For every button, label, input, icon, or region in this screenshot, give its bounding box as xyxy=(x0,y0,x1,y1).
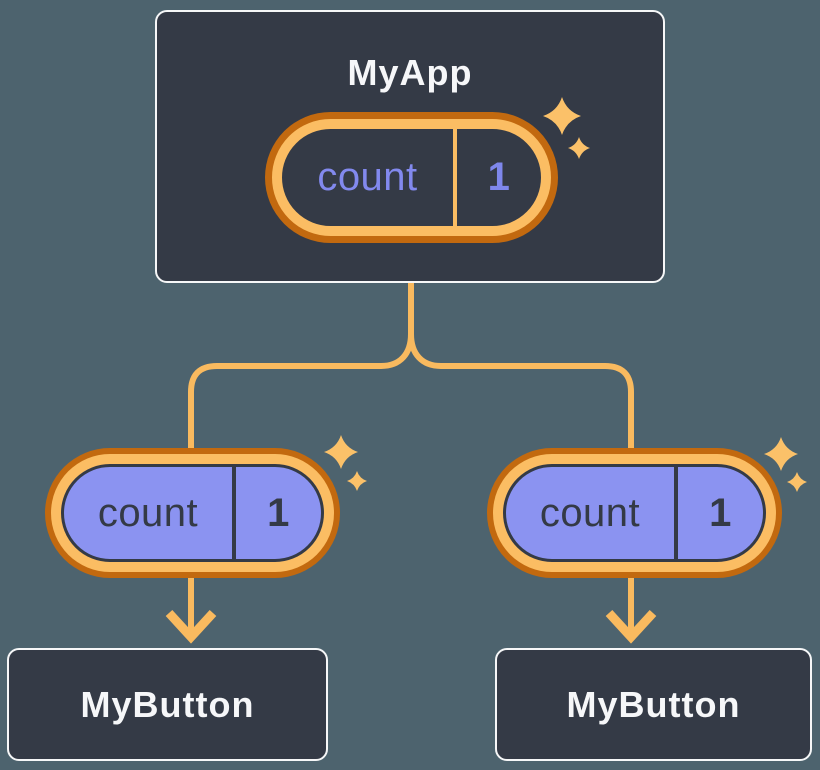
prop-pill-right: count 1 xyxy=(503,464,766,562)
connector-left-branch xyxy=(188,283,414,636)
arrow-down-icon xyxy=(165,609,217,644)
state-pill: count 1 xyxy=(272,119,551,236)
sparkle-icon-small xyxy=(347,471,367,491)
prop-pill-label: count xyxy=(539,490,641,535)
mybutton-node-left: MyButton xyxy=(7,648,328,761)
state-pill-label: count xyxy=(317,155,418,199)
pill-divider xyxy=(453,129,457,226)
sparkle-icon-small xyxy=(787,472,807,492)
arrow-down-icon xyxy=(605,609,657,644)
sparkle-icon-large xyxy=(543,97,581,135)
connector-right-branch xyxy=(408,283,634,636)
sparkle-icon-large xyxy=(324,435,358,469)
pill-divider xyxy=(674,467,678,559)
state-pill-value: 1 xyxy=(487,155,511,199)
sparkle-icon-large xyxy=(764,437,798,471)
node-title: MyButton xyxy=(80,683,255,725)
prop-pill-label: count xyxy=(97,490,199,535)
mybutton-node-right: MyButton xyxy=(495,648,812,761)
prop-pill-value: 1 xyxy=(709,490,732,535)
prop-pill-value: 1 xyxy=(267,490,290,535)
node-title: MyButton xyxy=(566,683,741,725)
sparkle-icon-small xyxy=(568,137,590,159)
node-title: MyApp xyxy=(347,52,473,93)
pill-divider xyxy=(232,467,236,559)
prop-pill-left: count 1 xyxy=(61,464,324,562)
